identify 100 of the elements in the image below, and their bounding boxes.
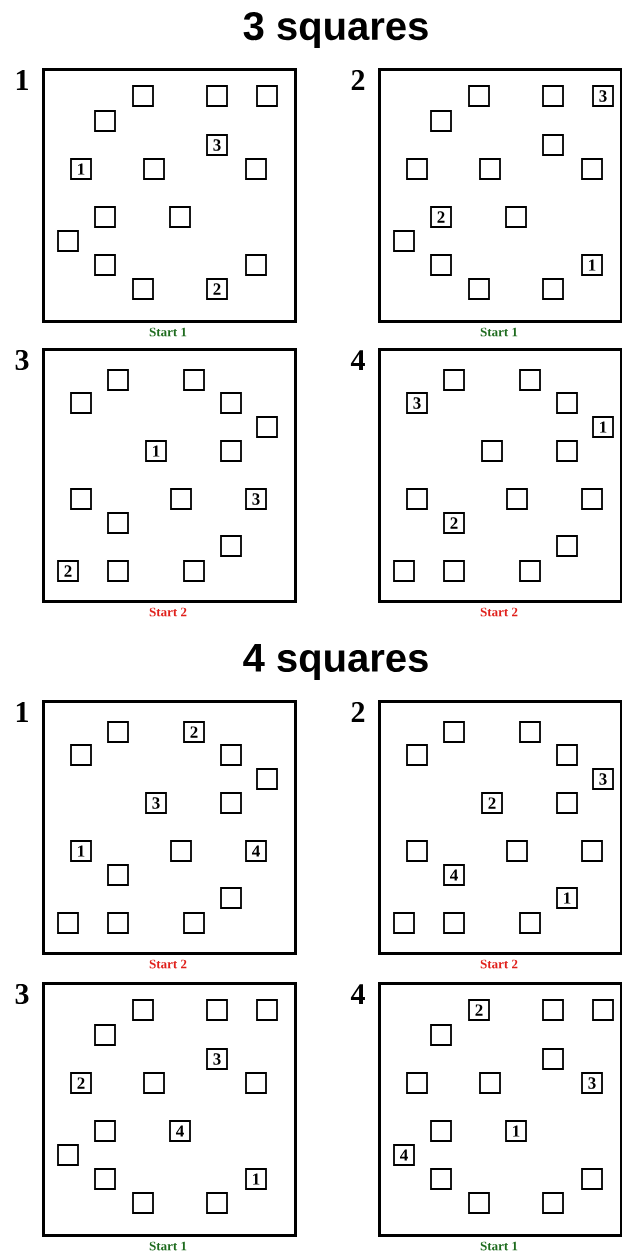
start-label: Start 2	[480, 959, 518, 969]
empty-square	[393, 560, 415, 582]
empty-square	[220, 535, 242, 557]
empty-square	[206, 85, 228, 107]
empty-square	[220, 887, 242, 909]
numbered-square: 2	[57, 560, 79, 582]
empty-square	[256, 85, 278, 107]
empty-square	[220, 792, 242, 814]
empty-square	[393, 912, 415, 934]
heading: 3 squares	[243, 11, 428, 49]
empty-square	[94, 110, 116, 132]
empty-square	[245, 158, 267, 180]
numbered-square: 3	[581, 1072, 603, 1094]
empty-square	[556, 440, 578, 462]
empty-square	[542, 1048, 564, 1070]
numbered-square: 2	[481, 792, 503, 814]
empty-square	[406, 488, 428, 510]
panel-number: 4	[350, 984, 365, 1004]
numbered-square: 1	[505, 1120, 527, 1142]
empty-square	[542, 1192, 564, 1214]
empty-square	[443, 721, 465, 743]
empty-square	[256, 416, 278, 438]
empty-square	[468, 1192, 490, 1214]
empty-square	[519, 560, 541, 582]
panel-box	[42, 68, 297, 323]
empty-square	[94, 1120, 116, 1142]
empty-square	[132, 1192, 154, 1214]
heading: 4 squares	[243, 644, 428, 680]
empty-square	[94, 1168, 116, 1190]
empty-square	[468, 85, 490, 107]
empty-square	[406, 1072, 428, 1094]
empty-square	[143, 1072, 165, 1094]
numbered-square: 2	[70, 1072, 92, 1094]
empty-square	[430, 1168, 452, 1190]
empty-square	[542, 278, 564, 300]
empty-square	[542, 85, 564, 107]
empty-square	[107, 912, 129, 934]
empty-square	[443, 912, 465, 934]
empty-square	[542, 134, 564, 156]
empty-square	[170, 488, 192, 510]
numbered-square: 1	[581, 254, 603, 276]
panel-box	[42, 348, 297, 603]
numbered-square: 2	[206, 278, 228, 300]
empty-square	[220, 744, 242, 766]
empty-square	[94, 206, 116, 228]
numbered-square: 2	[443, 512, 465, 534]
empty-square	[430, 110, 452, 132]
panel-box	[378, 700, 622, 955]
empty-square	[430, 1024, 452, 1046]
empty-square	[132, 999, 154, 1021]
empty-square	[256, 999, 278, 1021]
panel-box	[42, 982, 297, 1237]
empty-square	[581, 488, 603, 510]
numbered-square: 1	[145, 440, 167, 462]
numbered-square: 2	[183, 721, 205, 743]
panel-number: 1	[16, 70, 28, 90]
start-label: Start 1	[480, 327, 518, 337]
numbered-square: 1	[556, 887, 578, 909]
empty-square	[170, 840, 192, 862]
panel-box	[378, 982, 622, 1237]
numbered-square: 2	[468, 999, 490, 1021]
numbered-square: 1	[70, 840, 92, 862]
numbered-square: 1	[245, 1168, 267, 1190]
empty-square	[220, 440, 242, 462]
panel-number: 3	[15, 349, 29, 371]
panel-box	[378, 68, 622, 323]
empty-square	[406, 158, 428, 180]
empty-square	[481, 440, 503, 462]
empty-square	[542, 999, 564, 1021]
numbered-square: 2	[430, 206, 452, 228]
empty-square	[479, 158, 501, 180]
empty-square	[206, 999, 228, 1021]
numbered-square: 4	[169, 1120, 191, 1142]
empty-square	[506, 488, 528, 510]
empty-square	[132, 278, 154, 300]
numbered-square: 4	[443, 864, 465, 886]
empty-square	[519, 369, 541, 391]
panel-number: 1	[16, 702, 28, 722]
empty-square	[581, 158, 603, 180]
panel-box	[42, 700, 297, 955]
panel-number: 2	[351, 70, 365, 90]
empty-square	[94, 254, 116, 276]
empty-square	[479, 1072, 501, 1094]
numbered-square: 3	[145, 792, 167, 814]
numbered-square: 3	[592, 768, 614, 790]
numbered-square: 3	[206, 134, 228, 156]
empty-square	[430, 1120, 452, 1142]
empty-square	[556, 744, 578, 766]
numbered-square: 3	[206, 1048, 228, 1070]
empty-square	[70, 744, 92, 766]
empty-square	[443, 369, 465, 391]
panel-box	[378, 348, 622, 603]
empty-square	[107, 721, 129, 743]
empty-square	[506, 840, 528, 862]
empty-square	[443, 560, 465, 582]
empty-square	[107, 512, 129, 534]
panel-number: 3	[15, 983, 29, 1005]
empty-square	[430, 254, 452, 276]
start-label: Start 1	[149, 1241, 187, 1251]
empty-square	[107, 369, 129, 391]
